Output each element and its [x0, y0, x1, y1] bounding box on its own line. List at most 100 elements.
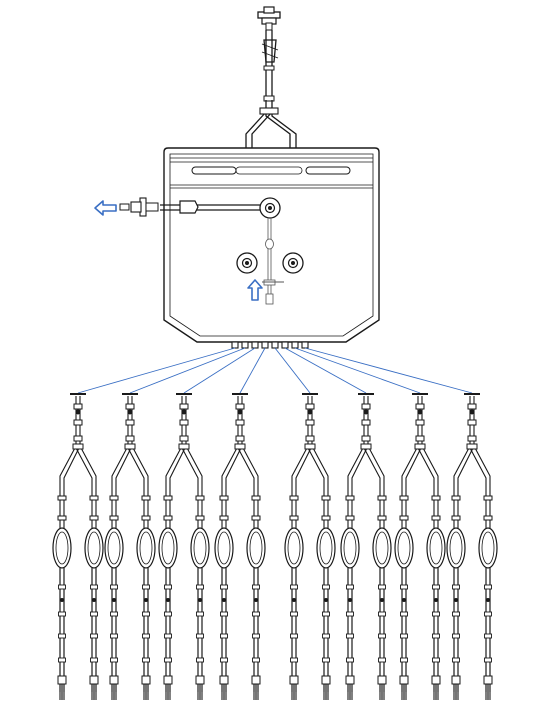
y-connector-icon — [234, 443, 246, 450]
stem-clip-icon — [467, 419, 477, 426]
branch-set — [340, 393, 392, 700]
line-clip-icon — [251, 495, 261, 501]
side-connector — [130, 201, 142, 213]
bottom-port — [281, 341, 289, 349]
line-clip-icon — [452, 584, 460, 590]
y-connector-icon — [124, 443, 136, 450]
bottom-port-row — [231, 341, 309, 349]
line-clip-icon — [377, 515, 387, 521]
end-connector-icon — [57, 675, 67, 685]
line-clip-icon — [142, 611, 150, 617]
y-connector-icon — [72, 443, 84, 450]
stem-clip-icon — [415, 403, 425, 410]
line-clip-icon — [484, 611, 492, 617]
branch-sets — [52, 393, 498, 700]
line-clip-icon — [452, 657, 460, 663]
end-connector-icon — [377, 675, 387, 685]
line-clip-icon — [58, 633, 66, 639]
stem-clip-icon — [235, 435, 245, 442]
line-clip-icon — [110, 611, 118, 617]
line-clip-icon — [195, 495, 205, 501]
y-connector-icon — [414, 443, 426, 450]
stem-clip-icon — [415, 435, 425, 442]
stem-clip-icon — [305, 403, 315, 410]
line-clip-icon — [89, 495, 99, 501]
end-connector-icon — [89, 675, 99, 685]
line-clip-icon — [58, 611, 66, 617]
line-clip-icon — [163, 515, 173, 521]
y-connector-icon — [360, 443, 372, 450]
end-connector-icon — [219, 675, 229, 685]
line-clip-icon — [252, 633, 260, 639]
leader-line — [284, 347, 367, 394]
line-clip-icon — [164, 584, 172, 590]
branch-set — [52, 393, 104, 700]
leader-line — [129, 347, 246, 394]
line-clip-icon — [432, 611, 440, 617]
line-clip-icon — [400, 633, 408, 639]
line-clip-icon — [110, 657, 118, 663]
line-clip-icon — [346, 633, 354, 639]
line-clip-icon — [252, 611, 260, 617]
line-clip-icon — [484, 584, 492, 590]
line-clip-icon — [57, 515, 67, 521]
line-clip-icon — [164, 633, 172, 639]
stem-clip-icon — [179, 419, 189, 426]
line-clip-icon — [220, 611, 228, 617]
line-clip-icon — [196, 633, 204, 639]
end-connector-icon — [345, 675, 355, 685]
line-clip-icon — [141, 495, 151, 501]
stem-clip-icon — [415, 419, 425, 426]
stem-clip-icon — [235, 419, 245, 426]
end-connector-icon — [163, 675, 173, 685]
side-clamp-icon — [179, 200, 199, 214]
y-connector-icon — [466, 443, 478, 450]
branch-line-right — [237, 447, 255, 700]
leader-line — [239, 347, 266, 394]
end-connector-icon — [141, 675, 151, 685]
stem-clip-icon — [361, 419, 371, 426]
branch-set — [214, 393, 266, 700]
line-clip-icon — [322, 633, 330, 639]
end-connector-icon — [399, 675, 409, 685]
end-connector-icon — [109, 675, 119, 685]
line-clip-icon — [251, 515, 261, 521]
branch-set — [446, 393, 498, 700]
line-clip-icon — [90, 633, 98, 639]
leader-line — [294, 347, 421, 394]
stem-clip-icon — [125, 419, 135, 426]
side-outlet-tube — [119, 197, 268, 217]
branch-set — [158, 393, 210, 700]
leader-line — [77, 347, 236, 394]
line-clip-icon — [142, 584, 150, 590]
bag-inner-seam — [169, 153, 374, 337]
bottom-port — [271, 341, 279, 349]
stem-clip-icon — [361, 403, 371, 410]
line-clip-icon — [378, 657, 386, 663]
stem-clip-icon — [467, 403, 477, 410]
tube-clamp — [263, 65, 275, 71]
leader-line — [183, 347, 256, 394]
line-clip-icon — [399, 515, 409, 521]
line-clip-icon — [89, 515, 99, 521]
stem-clip-icon — [305, 435, 315, 442]
line-clip-icon — [452, 611, 460, 617]
line-clip-icon — [110, 633, 118, 639]
line-clip-icon — [400, 657, 408, 663]
line-clip-icon — [378, 633, 386, 639]
stem-clip-icon — [467, 435, 477, 442]
bag-port-right — [282, 252, 304, 274]
branch-set — [394, 393, 446, 700]
line-clip-icon — [432, 633, 440, 639]
end-connector-icon — [289, 675, 299, 685]
stem-clip-icon — [361, 435, 371, 442]
line-clip-icon — [164, 611, 172, 617]
branch-line-right — [417, 447, 435, 700]
bottom-port — [241, 341, 249, 349]
stem-clip-icon — [125, 403, 135, 410]
internal-dip-tube — [262, 218, 284, 305]
line-clip-icon — [289, 515, 299, 521]
line-clip-icon — [431, 515, 441, 521]
bottom-port — [261, 341, 269, 349]
